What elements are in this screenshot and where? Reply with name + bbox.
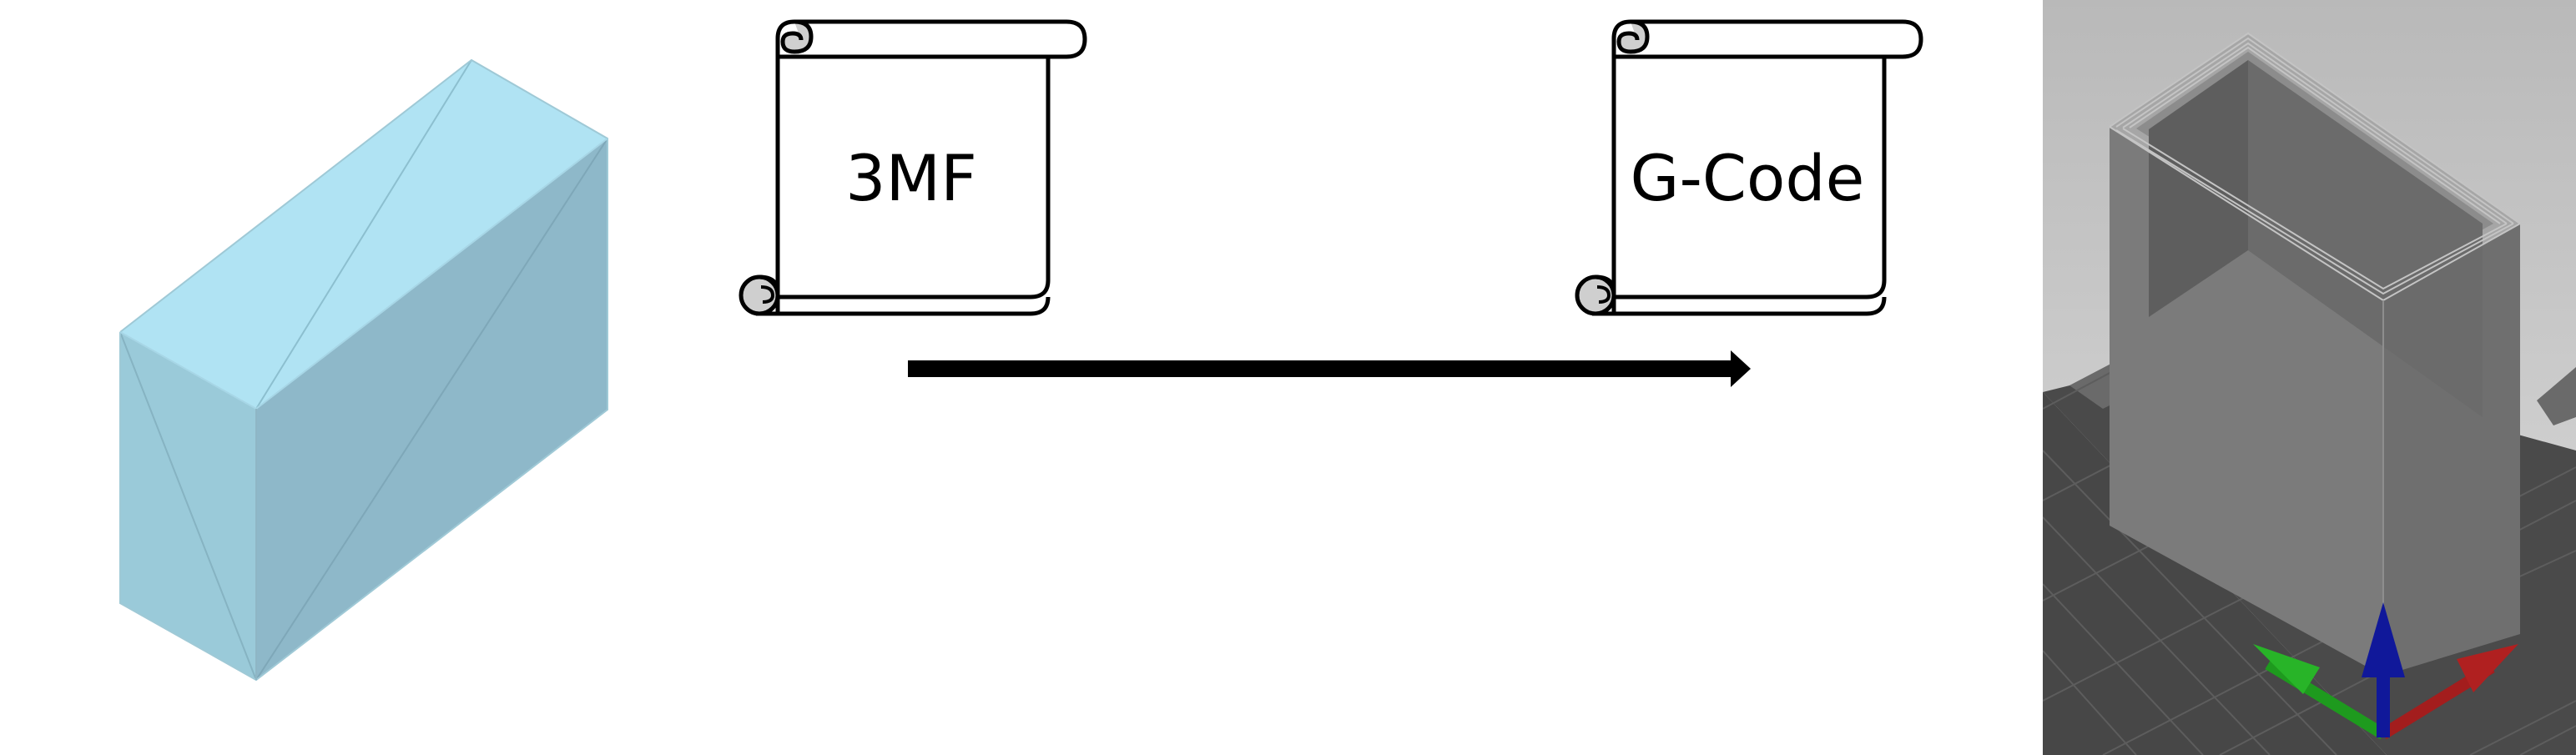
mesh-edge <box>119 331 257 681</box>
scroll-top-roll <box>1611 19 1923 59</box>
scroll-bottom-curl-inner <box>759 274 780 314</box>
mesh-outline <box>119 58 608 682</box>
print-inner-left <box>2149 60 2248 317</box>
scroll-sheet <box>1611 38 1887 299</box>
sliced-print-preview-icon <box>2043 0 2576 755</box>
scroll-bottom-edge <box>1592 296 1887 316</box>
arrow-head <box>1731 350 1751 387</box>
scroll-top-roll <box>775 19 1087 59</box>
triangle-mesh-box-icon <box>119 58 608 682</box>
x-axis-head <box>2457 644 2518 692</box>
z-axis-head <box>2362 602 2405 677</box>
arrow-right-icon <box>908 350 1751 387</box>
mesh-edge <box>255 138 608 681</box>
mesh-edge <box>255 59 472 410</box>
scroll-top-curl <box>780 19 814 54</box>
mesh-edge <box>255 138 608 410</box>
scroll-top-curl <box>1616 19 1650 54</box>
print-inner-back <box>2248 60 2483 417</box>
mesh-edge <box>119 331 257 410</box>
arrow-shaft <box>908 360 1732 377</box>
scroll-bottom-curl-fold <box>760 285 775 304</box>
y-axis-head <box>2253 644 2320 694</box>
build-plate-edge <box>2537 367 2576 425</box>
input-file-label: 3MF <box>845 141 977 215</box>
output-file-label: G-Code <box>1631 141 1865 215</box>
input-file-scroll-icon: 3MF <box>739 19 1087 316</box>
scroll-bottom-curl-inner <box>1595 274 1616 314</box>
build-plate-grid <box>2043 358 2576 755</box>
scroll-bottom-curl-fold <box>1596 285 1611 304</box>
axes-gizmo-icon <box>2253 602 2518 739</box>
scroll-sheet <box>775 38 1051 299</box>
output-file-scroll-icon: G-Code <box>1575 19 1923 316</box>
scroll-bottom-edge <box>756 296 1051 316</box>
